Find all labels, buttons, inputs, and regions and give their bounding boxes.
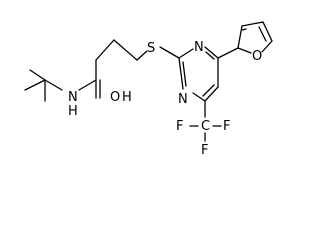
atom-thioether-s: S <box>147 41 155 56</box>
atom-furan-o: O <box>252 49 262 64</box>
bond-pyrimidine-furan <box>217 47 239 59</box>
atom-cf3-f-right: F <box>223 119 230 134</box>
molecule-diagram: N H O H S N N O <box>24 21 273 158</box>
bond-furan-o-c2 <box>237 47 252 54</box>
atom-cf3-f-mid: F <box>201 143 208 158</box>
atom-ring-n2: N <box>178 92 188 107</box>
bond-chain-s <box>136 50 148 61</box>
tert-butyl-group <box>24 69 63 102</box>
bond-ring-n1-c6 <box>204 46 219 59</box>
bond-ring-c4-n3 <box>192 92 206 102</box>
amide-group: N H O H <box>68 79 132 119</box>
bond-methyl-left <box>24 79 46 91</box>
bond-methyl-top <box>29 69 46 81</box>
alkyl-chain: S <box>95 39 180 81</box>
atom-amide-n: N <box>68 90 78 105</box>
atom-ring-n1: N <box>194 40 204 55</box>
furan-ring: O <box>217 21 273 64</box>
bond-furan-c2-c3 <box>237 25 243 49</box>
bond-ring-c5-c4 <box>204 86 219 102</box>
bond-ring-n3-c2-inner <box>182 61 187 87</box>
bond-furan-c5-o <box>261 40 273 53</box>
pyrimidine-ring: N N <box>178 40 219 107</box>
bond-s-ring <box>159 46 180 59</box>
bond-ring-n1-c6-inner <box>205 51 215 60</box>
atom-cf3-f-left: F <box>176 119 183 134</box>
bond-ring-c2-n1 <box>178 48 194 59</box>
atom-carbonyl-o: O <box>110 90 120 105</box>
bond-n-carbonyl <box>78 79 97 91</box>
structure-svg: N H O H S N N O <box>24 21 273 158</box>
atom-cf3-c: C <box>201 119 210 134</box>
bond-tbu-n <box>44 79 63 91</box>
bond-ring-c5-c4-inner <box>202 84 215 97</box>
trifluoromethyl-group: C F F F <box>176 100 230 158</box>
bond-chain-2 <box>95 39 115 61</box>
atom-carbonyl-h: H <box>122 90 132 105</box>
bond-furan-c3-c4 <box>241 21 264 27</box>
atom-amide-h: H <box>68 104 78 119</box>
bond-furan-c4-c5-inner <box>258 26 267 42</box>
bond-furan-c4-c5 <box>262 21 273 42</box>
bond-ring-n3-c2 <box>178 57 184 90</box>
bond-furan-c2-c3-inner <box>241 28 247 31</box>
bond-chain-3 <box>113 39 138 61</box>
